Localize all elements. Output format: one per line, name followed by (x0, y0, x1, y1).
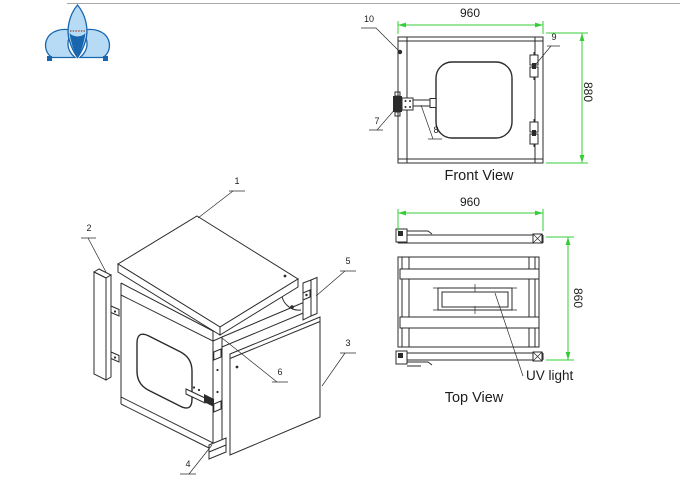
front-view-drawing (393, 36, 544, 164)
top-width-dim: 960 (459, 195, 481, 209)
front-view-leaders (361, 27, 560, 140)
front-height-dim: 880 (581, 81, 595, 103)
front-width-dim: 960 (459, 6, 481, 20)
top-view-drawing (395, 228, 544, 377)
top-view-label: Top View (444, 390, 504, 406)
callout-10: 10 (363, 14, 374, 24)
uv-lamp (433, 284, 517, 314)
isometric-drawing (92, 215, 321, 460)
front-handle (393, 91, 437, 117)
front-view-dimensions (397, 21, 588, 164)
callout-2: 2 (86, 223, 92, 233)
callout-1: 1 (234, 176, 240, 186)
callout-5: 5 (345, 256, 351, 266)
uv-leader (494, 292, 524, 377)
front-hinge-bottom (529, 119, 539, 147)
top-depth-dim: 860 (571, 287, 585, 309)
isometric-leaders (81, 190, 356, 475)
company-logo-icon (44, 3, 111, 61)
callout-8: 8 (433, 125, 439, 135)
callout-7: 7 (374, 116, 380, 126)
callout-6: 6 (277, 367, 283, 377)
uv-light-label: UV light (526, 368, 574, 383)
callout-9: 9 (551, 32, 557, 42)
callout-4: 4 (185, 459, 191, 469)
front-view-label: Front View (444, 168, 514, 184)
callout-3: 3 (345, 338, 351, 348)
front-hinge-top (529, 52, 539, 80)
top-view-dimensions (397, 209, 574, 361)
